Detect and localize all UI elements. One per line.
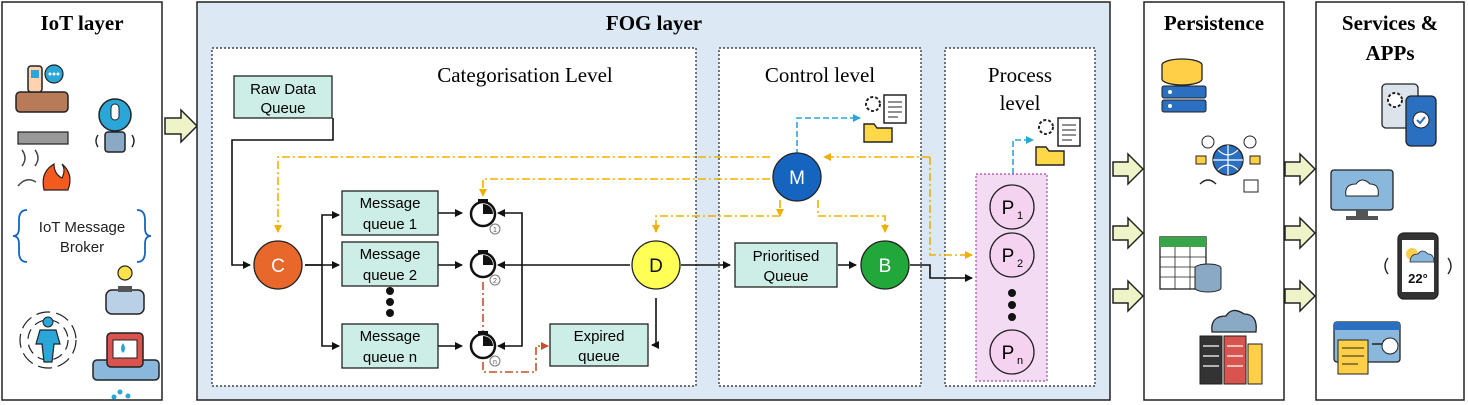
process-p2: P 2 xyxy=(989,232,1035,278)
node-d-label: D xyxy=(649,256,663,277)
prioritised-label-line2: Queue xyxy=(763,268,808,285)
fog-to-persistence-arrows xyxy=(1112,152,1145,313)
expired-label-line1: Expired xyxy=(574,328,625,345)
control-config-icon xyxy=(863,94,907,143)
p1-subscript: 1 xyxy=(1017,210,1023,222)
raw-queue-label-line1: Raw Data xyxy=(250,81,317,98)
thermometer-sensor-icon xyxy=(95,98,135,153)
broker-left-brace xyxy=(12,209,28,263)
dispatcher-node-d: D xyxy=(631,240,681,290)
services-title-line2: APPs xyxy=(1366,41,1415,65)
timer-1-badge: 1 xyxy=(493,227,497,234)
persistence-panel: Persistence xyxy=(1143,1,1285,401)
control-links-orange xyxy=(274,153,973,259)
cloud-monitor-icon xyxy=(1330,169,1394,220)
data-transfer-documents-icon xyxy=(1333,321,1401,375)
broker-label-line1: IoT Message xyxy=(39,219,125,236)
mq1-label-line2: queue 1 xyxy=(363,216,417,233)
mqn-label-line2: queue n xyxy=(363,349,417,366)
queue-ellipsis xyxy=(386,287,394,317)
iot-layer-panel: IoT layer IoT Message Broker xyxy=(1,1,163,401)
weather-temperature: 22° xyxy=(1408,271,1428,286)
water-meter-icon xyxy=(92,332,160,400)
persistence-to-services-arrows xyxy=(1284,152,1317,313)
fog-layer-panel: FOG layer Categorisation Level Control l… xyxy=(196,1,1111,401)
expired-label-line2: queue xyxy=(578,348,620,365)
iot-layer-title: IoT layer xyxy=(40,11,123,35)
message-queue-n: Message queue n xyxy=(341,323,439,369)
raw-queue-label-line2: Queue xyxy=(260,100,305,117)
p2-subscript: 2 xyxy=(1017,258,1023,270)
pn-subscript: n xyxy=(1017,355,1023,367)
process-pn: P n xyxy=(989,329,1035,375)
mq2-label-line2: queue 2 xyxy=(363,267,417,284)
message-queue-1: Message queue 1 xyxy=(341,190,439,236)
timer-2-badge: 2 xyxy=(493,278,497,285)
services-panel: Services & APPs 22° xyxy=(1315,1,1465,401)
timer-n-icon: n xyxy=(469,331,501,367)
raw-data-queue: Raw Data Queue xyxy=(233,75,333,119)
persistence-title: Persistence xyxy=(1164,11,1264,35)
timer-1-icon: 1 xyxy=(469,199,501,235)
node-m-label: M xyxy=(789,168,805,189)
timer-n-badge: n xyxy=(493,359,497,366)
broker-label-line2: Broker xyxy=(60,239,104,256)
weather-phone-icon: 22° xyxy=(1384,232,1452,300)
process-pool: P 1 P 2 P n xyxy=(975,173,1048,382)
process-p1: P 1 xyxy=(989,184,1035,230)
p1-label: P xyxy=(1002,198,1015,219)
data-flow-lines xyxy=(231,118,973,350)
node-b-label: B xyxy=(879,256,892,277)
services-title-line1: Services & xyxy=(1342,11,1438,35)
broker-right-brace xyxy=(136,209,152,263)
pn-label: P xyxy=(1002,343,1015,364)
process-level-title-line1: Process xyxy=(988,63,1052,87)
control-level-title: Control level xyxy=(765,63,875,87)
message-queue-2: Message queue 2 xyxy=(341,241,439,287)
smoke-detector-icon xyxy=(17,131,71,191)
body-scanner-icon xyxy=(19,311,77,369)
mobile-settings-icon xyxy=(1381,83,1437,147)
categorisation-level-title: Categorisation Level xyxy=(437,63,613,87)
lightbulb-valve-icon xyxy=(105,265,145,315)
process-ellipsis xyxy=(1008,289,1016,321)
timer-2-icon: 2 xyxy=(469,250,501,286)
prioritised-queue: Prioritised Queue xyxy=(734,242,838,288)
process-config-icon xyxy=(1035,117,1081,166)
p2-label: P xyxy=(1002,246,1015,267)
m-config-link xyxy=(796,114,861,155)
spreadsheet-database-icon xyxy=(1159,236,1222,293)
categoriser-node-c: C xyxy=(253,240,303,290)
balancer-node-b: B xyxy=(860,240,910,290)
monitor-node-m: M xyxy=(772,152,822,202)
mq1-label-line1: Message xyxy=(360,195,421,212)
network-globe-icon xyxy=(1195,135,1261,193)
soil-sensor-icon xyxy=(15,64,69,113)
iot-to-fog-arrow xyxy=(164,108,199,144)
process-config-link xyxy=(1012,136,1034,174)
node-c-label: C xyxy=(271,256,285,277)
fog-layer-title: FOG layer xyxy=(606,11,702,35)
mq2-label-line1: Message xyxy=(360,246,421,263)
mqn-label-line1: Message xyxy=(360,328,421,345)
prioritised-label-line1: Prioritised xyxy=(753,248,820,265)
expired-queue: Expired queue xyxy=(549,323,649,367)
cloud-server-rack-icon xyxy=(1199,309,1263,385)
database-server-icon xyxy=(1161,58,1207,113)
process-level-title-line2: level xyxy=(1000,91,1041,115)
